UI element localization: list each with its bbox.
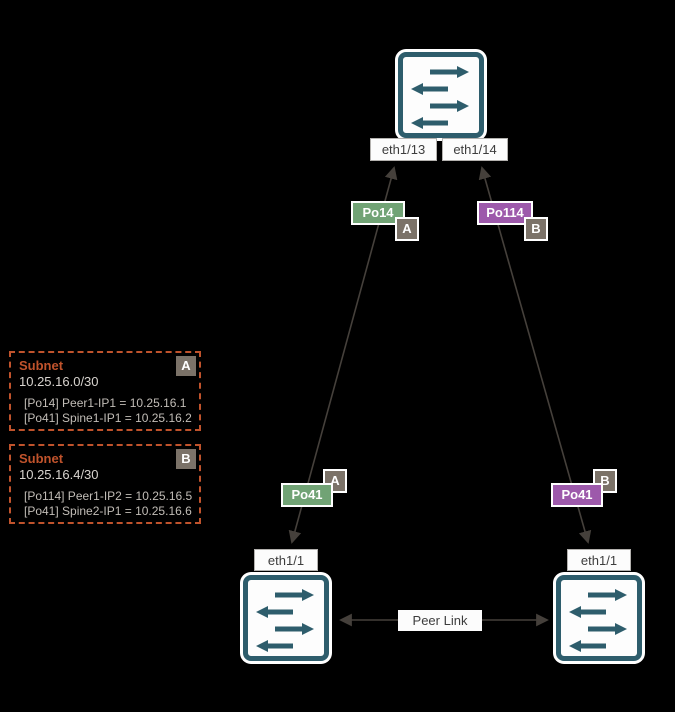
switch-arrows-icon <box>411 66 469 129</box>
subnet-b-cidr: 10.25.16.4/30 <box>19 467 99 482</box>
subnet-b-entry-2: [Po41] Spine2-IP1 = 10.25.16.6 <box>24 504 192 518</box>
subnet-a-badge: A <box>176 356 196 376</box>
subnet-b-entry-1: [Po114] Peer1-IP2 = 10.25.16.5 <box>24 489 193 503</box>
subnet-b-title: Subnet <box>19 451 64 466</box>
subnet-b-badge: B <box>176 449 196 469</box>
port-channel-label-po41-left: Po41 <box>281 483 333 507</box>
spine-port-eth1-14-label: eth1/14 <box>442 138 508 161</box>
peer1-port-eth1-1-label: eth1/1 <box>254 549 318 571</box>
subnet-a-cidr: 10.25.16.0/30 <box>19 374 99 389</box>
peer2-switch-icon <box>556 575 642 661</box>
port-channel-label-po41-right: Po41 <box>551 483 603 507</box>
spine-switch-icon <box>398 52 484 138</box>
badge-b-top: B <box>524 217 548 241</box>
peer1-switch-icon <box>243 575 329 661</box>
peer2-port-eth1-1-label: eth1/1 <box>567 549 631 571</box>
subnet-box-a: Subnet 10.25.16.0/30 [Po14] Peer1-IP1 = … <box>9 351 201 431</box>
link-spine-peer1-line <box>288 166 398 544</box>
switch-arrows-icon <box>569 589 627 652</box>
spine-port-eth1-13-label: eth1/13 <box>370 138 437 161</box>
subnet-a-entry-2: [Po41] Spine1-IP1 = 10.25.16.2 <box>24 411 192 425</box>
peer-link-label: Peer Link <box>398 610 482 631</box>
subnet-a-entry-1: [Po14] Peer1-IP1 = 10.25.16.1 <box>24 396 187 410</box>
subnet-a-title: Subnet <box>19 358 64 373</box>
switch-arrows-icon <box>256 589 314 652</box>
link-spine-peer2-line <box>478 166 592 544</box>
badge-a-top: A <box>395 217 419 241</box>
subnet-box-b: Subnet 10.25.16.4/30 [Po114] Peer1-IP2 =… <box>9 444 201 524</box>
